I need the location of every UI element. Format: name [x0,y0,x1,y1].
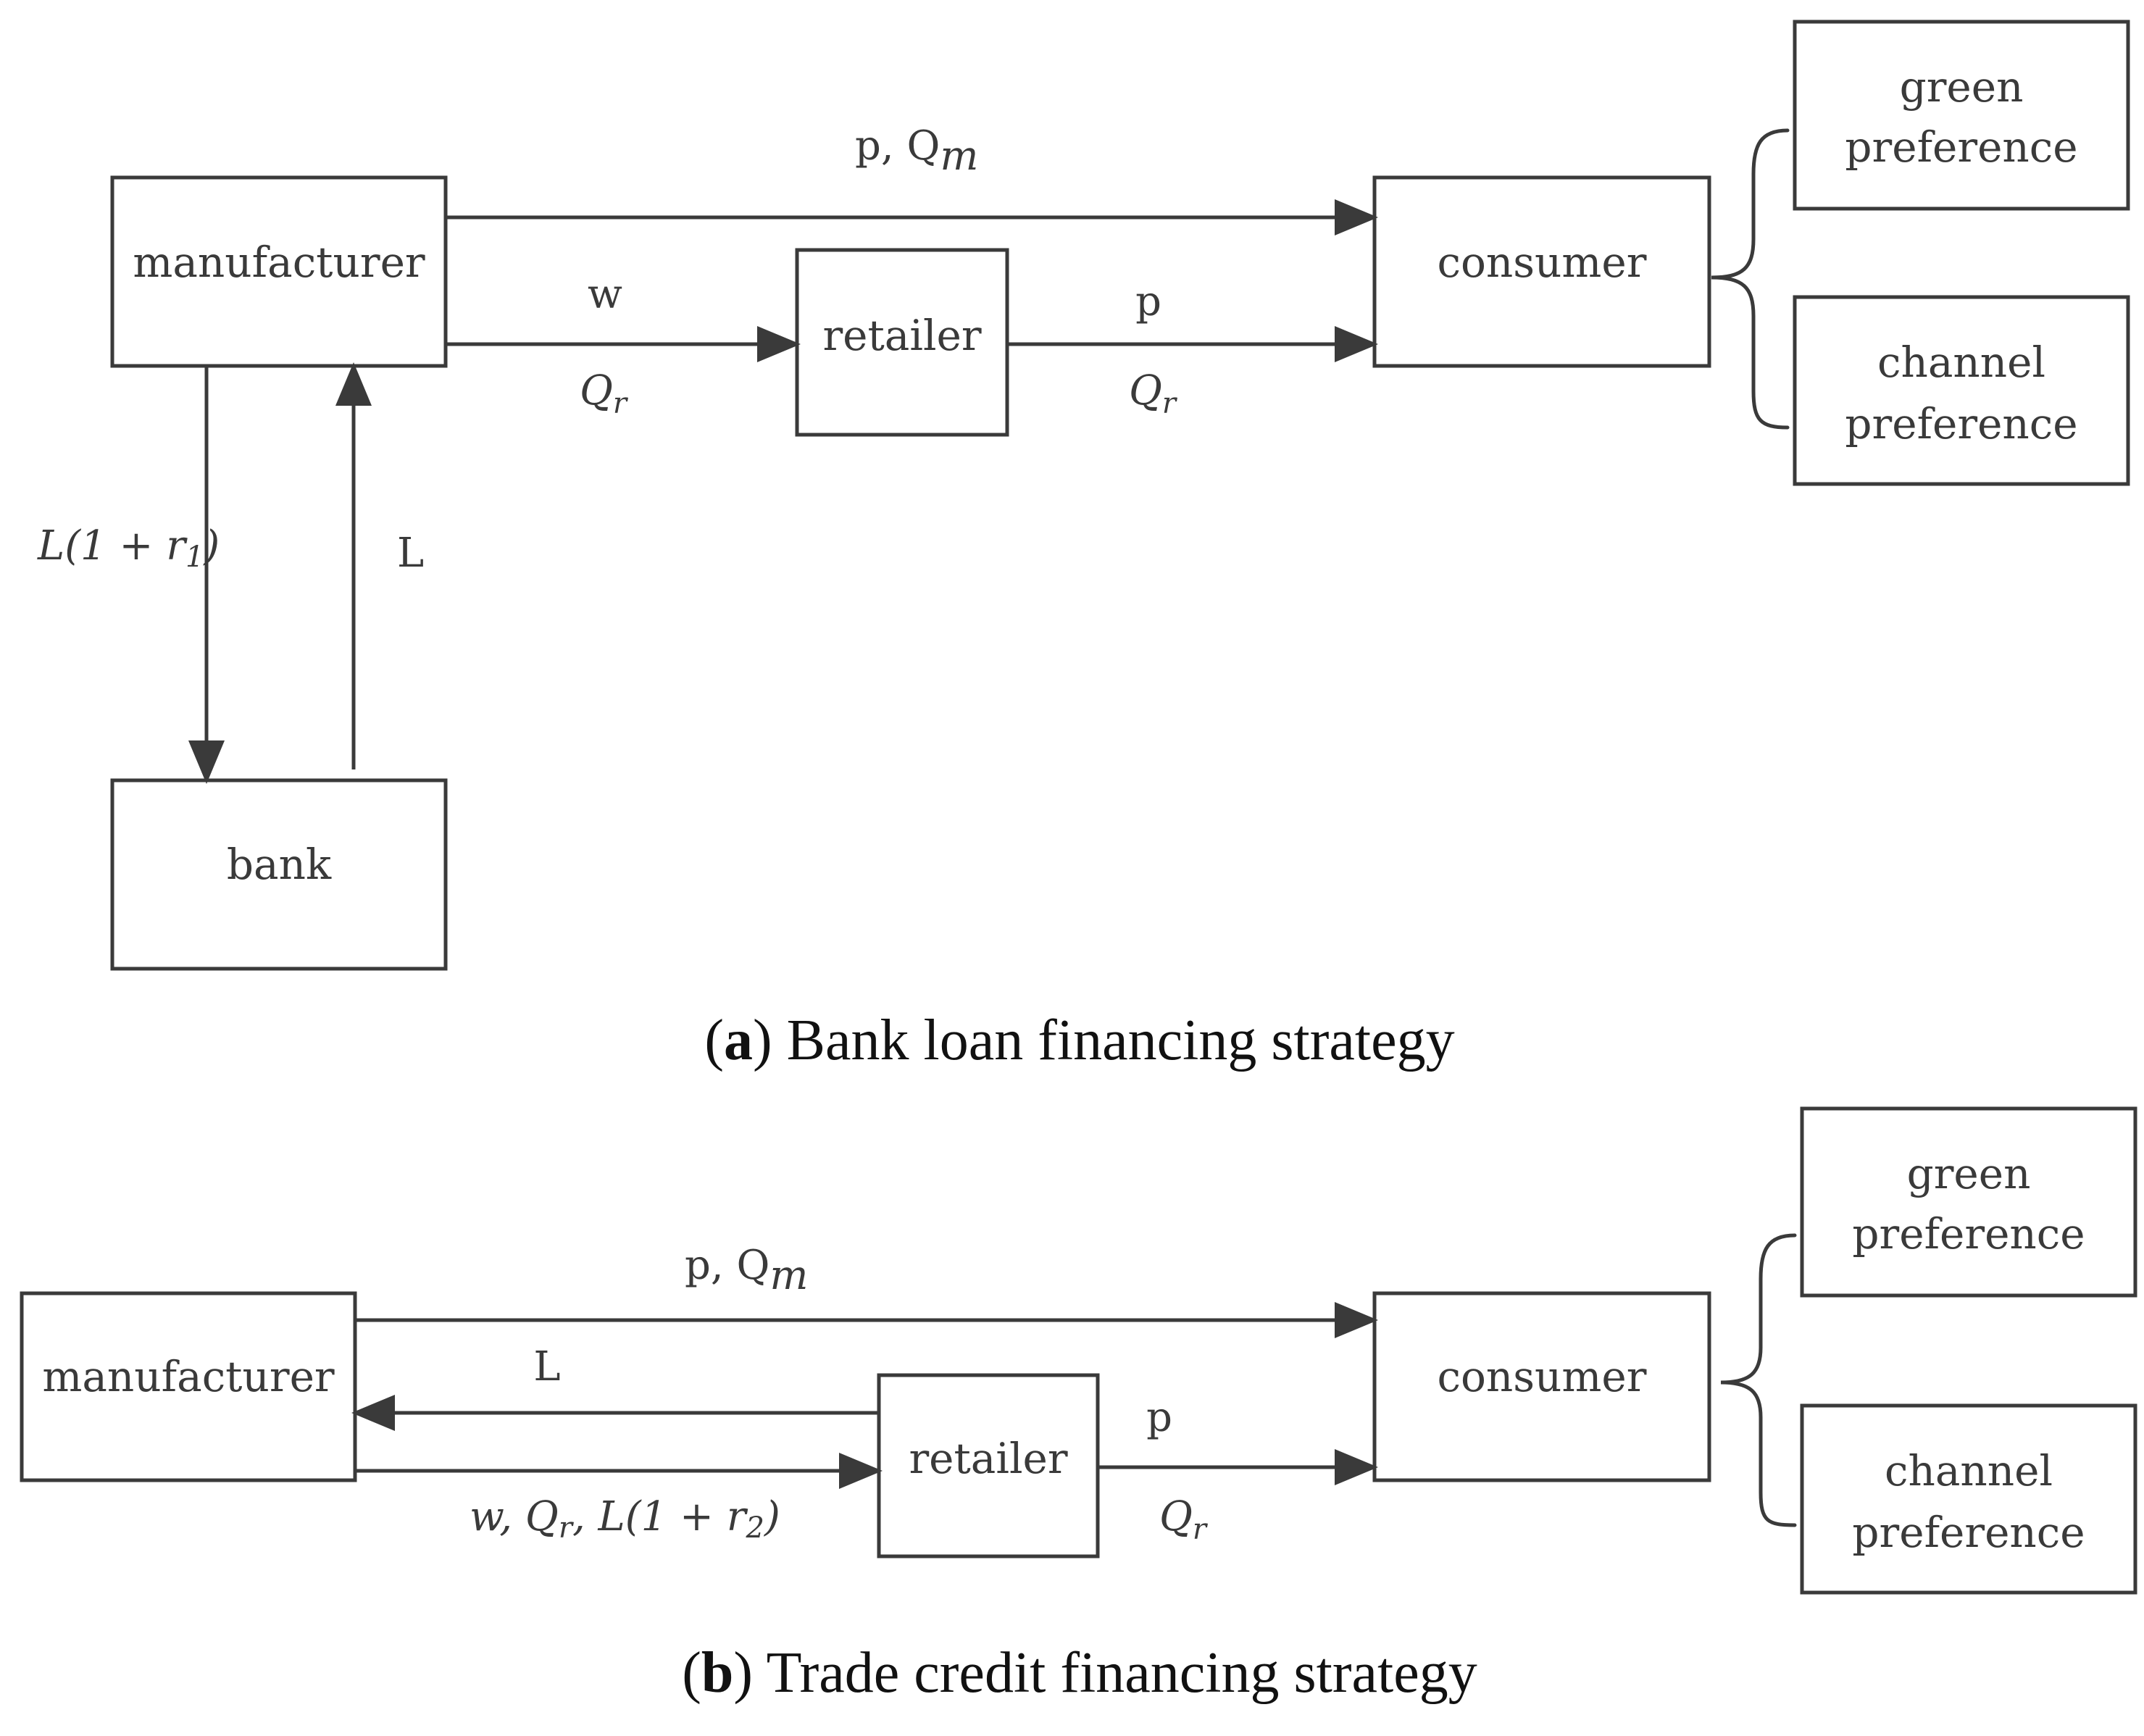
node-retailer-b-label: retailer [909,1434,1067,1483]
node-retailer-b: retailer [877,1373,1100,1558]
edge-label-mfr-consumer-b: p, Qm [685,1242,808,1299]
node-channel-preference-a-line2: preference [1845,399,2077,448]
edge-label-mfr-bank-a: L(1 + r1) [37,522,220,574]
node-manufacturer-a-label: manufacturer [133,238,425,287]
node-consumer-b-label: consumer [1438,1352,1647,1401]
caption-a: (a) Bank loan financing strategy [704,1009,1454,1072]
edge-label-bank-mfr-a: L [397,530,424,577]
edge-label-mfr-retailer-a-top: w [588,271,622,318]
node-green-preference-b: green preference [1800,1106,2137,1298]
edge-label-mfr-consumer-a: p, Qm [855,122,978,180]
caption-b: (b) Trade credit financing strategy [682,1641,1477,1705]
brace-a [1711,128,1790,430]
node-channel-preference-b: channel preference [1800,1403,2137,1595]
edge-label-retailer-consumer-b-bottom: Qr [1159,1493,1209,1546]
node-green-preference-a: green preference [1793,20,2130,211]
edge-label-retailer-mfr-b: L [533,1343,560,1390]
edge-label-retailer-consumer-b-top: p [1146,1394,1172,1441]
node-retailer-a-label: retailer [822,311,981,360]
node-channel-preference-a-line1: channel [1877,338,2045,387]
node-channel-preference-b-line1: channel [1885,1446,2053,1495]
node-channel-preference-a: channel preference [1793,295,2130,486]
node-bank-a-label: bank [227,840,332,889]
edge-label-mfr-retailer-b: w, Qr, L(1 + r2) [470,1493,780,1545]
panel-a: manufacturer retailer consumer bank gree… [37,20,2130,1072]
node-bank-a: bank [110,778,448,971]
node-consumer-a: consumer [1372,175,1711,368]
brace-b [1720,1233,1797,1527]
node-retailer-a: retailer [795,248,1009,437]
node-consumer-b: consumer [1372,1291,1711,1482]
node-manufacturer-b-label: manufacturer [42,1352,335,1401]
edge-label-retailer-consumer-a-top: p [1135,278,1161,325]
node-manufacturer-b: manufacturer [20,1291,357,1482]
node-channel-preference-b-line2: preference [1852,1508,2085,1557]
node-consumer-a-label: consumer [1438,238,1647,287]
edge-label-retailer-consumer-a-bottom: Qr [1129,367,1178,420]
node-green-preference-b-line1: green [1907,1149,2031,1198]
edge-label-mfr-retailer-a-bottom: Qr [580,367,629,420]
node-green-preference-a-line1: green [1900,62,2024,112]
panel-b: manufacturer retailer consumer green pre… [20,1106,2137,1705]
node-manufacturer-a: manufacturer [110,175,448,368]
node-green-preference-a-line2: preference [1845,122,2077,172]
node-green-preference-b-line2: preference [1852,1209,2085,1259]
